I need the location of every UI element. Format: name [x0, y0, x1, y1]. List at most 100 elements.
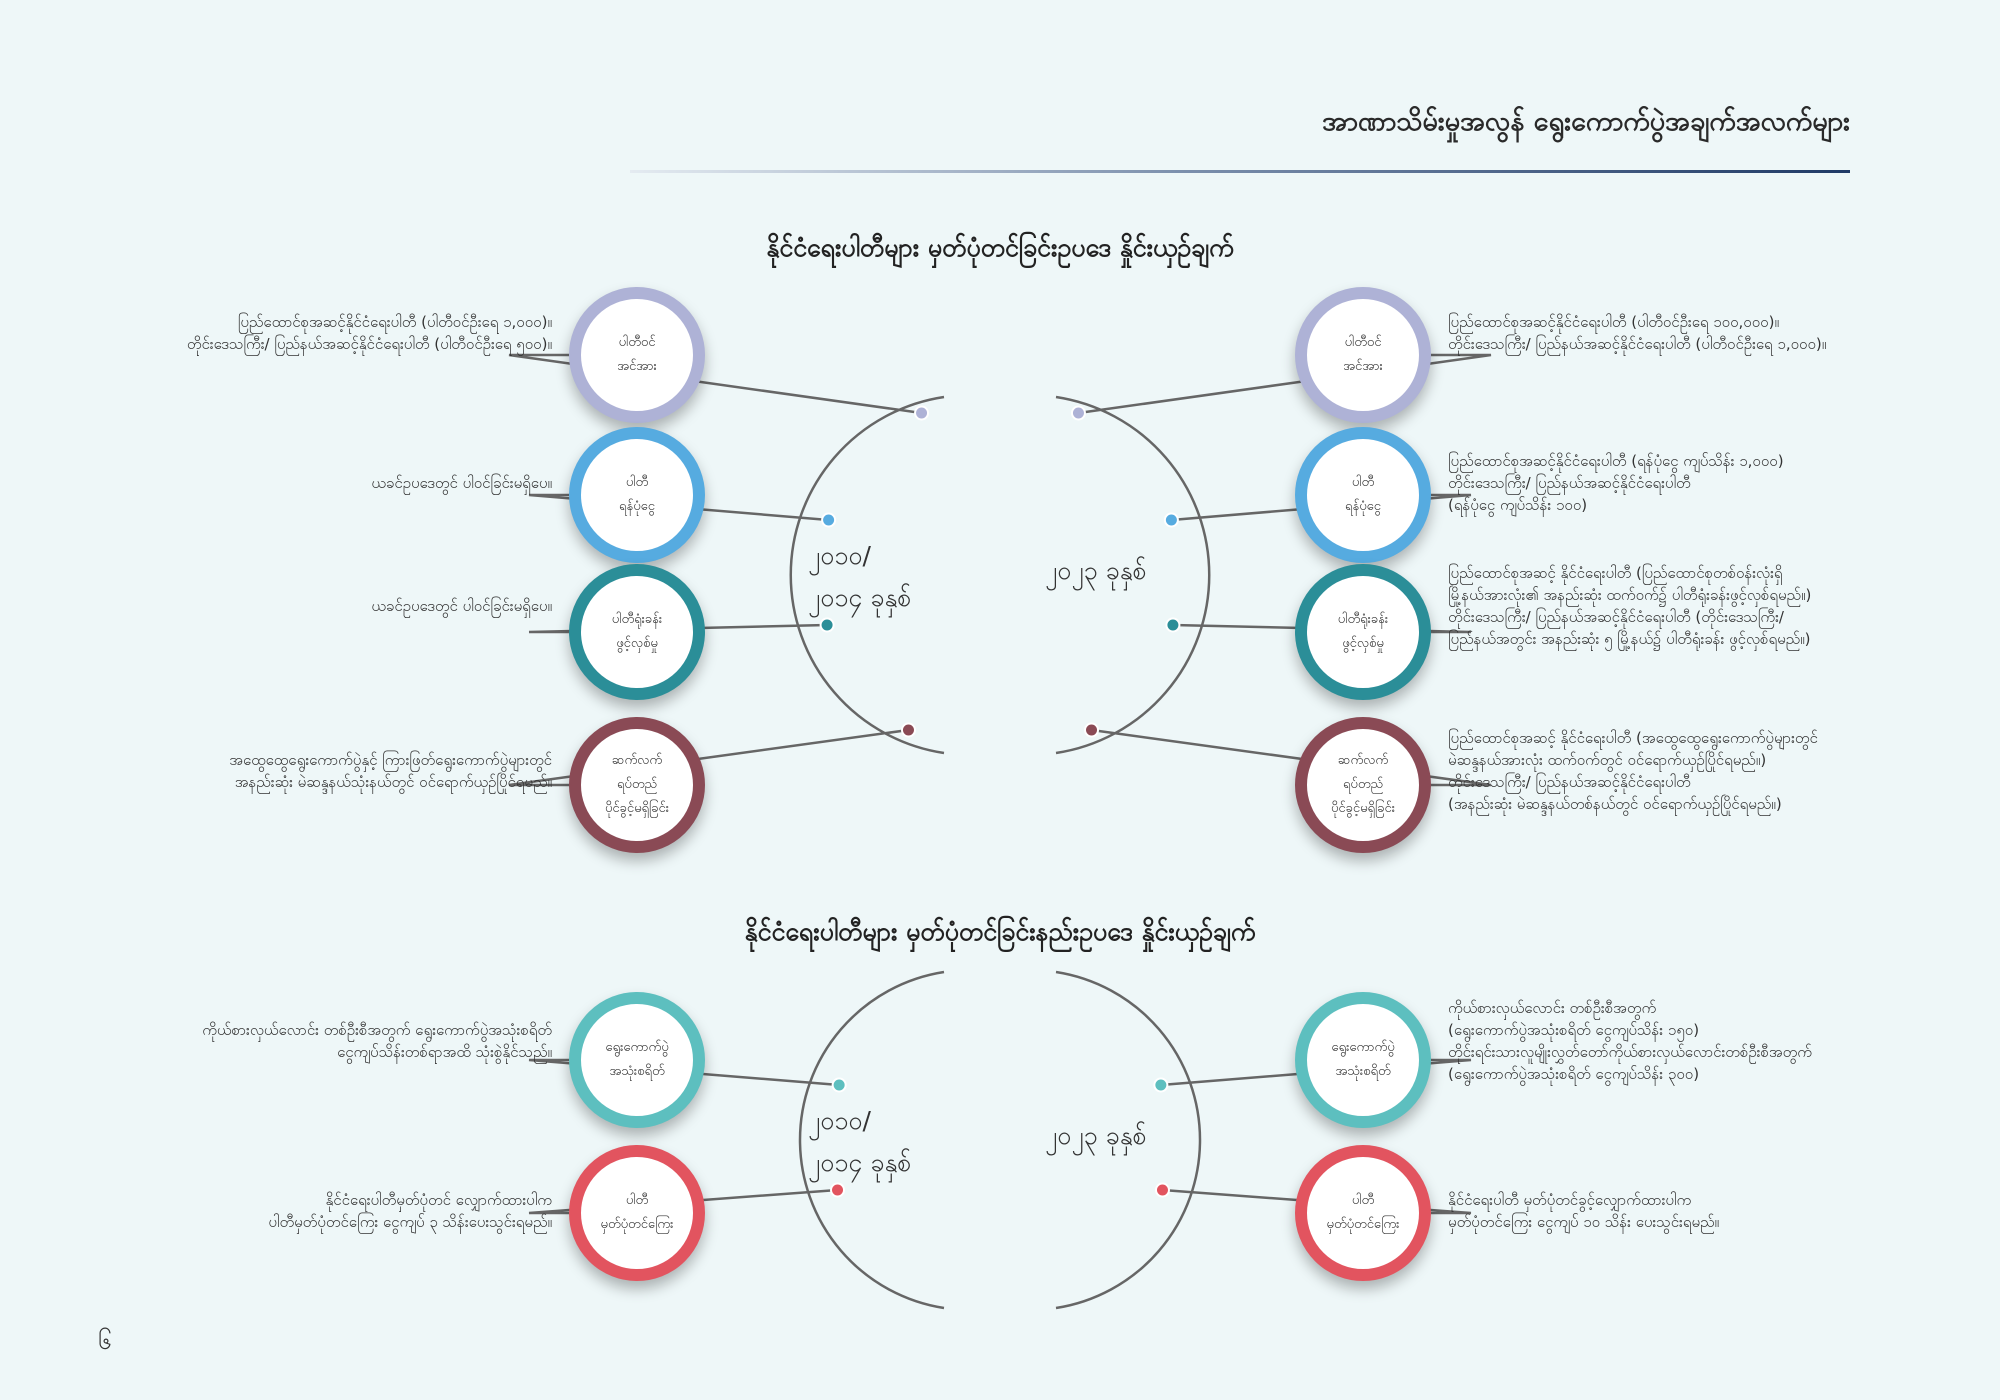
description-line: (ရွေးကောက်ပွဲအသုံးစရိတ် ငွေကျပ်သိန်း ၁၅၀…: [1448, 1021, 1700, 1039]
connector-law-0-right: [1078, 353, 1492, 415]
description-bylaw-0-left: ကိုယ်စားလှယ်လောင်း တစ်ဦးစီအတွက် ရွေးကောက…: [202, 1019, 552, 1063]
page-title: အာဏာသိမ်းမှုအလွန် ရွေးကောက်ပွဲအချက်အလက်မ…: [1322, 106, 1850, 137]
description-line: တိုင်းဒေသကြီး/ ပြည်နယ်အဆင့်နိုင်ငံရေးပါတ…: [1448, 335, 1827, 353]
node-label: အင်အား: [617, 359, 657, 374]
description-law-0-left: ပြည်ထောင်စုအဆင့်နိုင်ငံရေးပါတီ (ပါတီဝင်ဦ…: [187, 311, 552, 355]
connector-dot-law-2-left: [819, 617, 835, 633]
section-title-law: နိုင်ငံရေးပါတီများ မှတ်ပုံတင်ခြင်းဥပဒေ န…: [766, 233, 1234, 262]
node-law-2-left: ပါတီရုံးခန်းဖွင့်လှစ်မှု: [569, 564, 705, 700]
section-title-bylaw: နိုင်ငံရေးပါတီများ မှတ်ပုံတင်ခြင်းနည်းဥပ…: [744, 917, 1256, 946]
node-label: အသုံးစရိတ်: [1335, 1064, 1391, 1079]
description-line: ယခင်ဥပဒေတွင် ပါဝင်ခြင်းမရှိပေ။: [371, 474, 552, 492]
arc-right-bylaw: [1055, 970, 1202, 1310]
description-law-1-left: ယခင်ဥပဒေတွင် ပါဝင်ခြင်းမရှိပေ။: [371, 472, 552, 494]
year-label-line: ၂၀၂၃ ခုနှစ်: [1045, 1121, 1147, 1150]
description-bylaw-1-left: နိုင်ငံရေးပါတီမှတ်ပုံတင် လျှောက်ထားပါကပါ…: [268, 1189, 552, 1233]
connector-dot-law-0-right: [1070, 405, 1086, 421]
node-label: ရန်ပုံငွေ: [1345, 499, 1381, 514]
description-line: ယခင်ဥပဒေတွင် ပါဝင်ခြင်းမရှိပေ။: [371, 597, 552, 615]
year-label-line: ၂၀၁၀/: [808, 541, 871, 570]
node-label: ရွေးကောက်ပွဲ: [605, 1040, 669, 1055]
description-law-3-right: ပြည်ထောင်စုအဆင့် နိုင်ငံရေးပါတီ (အထွေထွေ…: [1448, 727, 1818, 815]
description-line: တိုင်းဒေသကြီး/ ပြည်နယ်အဆင့်နိုင်ငံရေးပါတ…: [1448, 474, 1691, 492]
description-bylaw-0-right: ကိုယ်စားလှယ်လောင်း တစ်ဦးစီအတွက်(ရွေးကောက…: [1448, 997, 1812, 1085]
description-line: တိုင်းဒေသကြီး/ ပြည်နယ်အဆင့်နိုင်ငံရေးပါတ…: [1448, 773, 1691, 791]
description-bylaw-1-right: နိုင်ငံရေးပါတီ မှတ်ပုံတင်ခွင့်လျှောက်ထား…: [1448, 1189, 1719, 1233]
description-line: ပါတီမှတ်ပုံတင်ကြေး ငွေကျပ် ၃ သိန်းပေးသွင…: [268, 1213, 552, 1231]
node-label: ပါတီ: [1351, 1193, 1375, 1208]
year-label-left-law: ၂၀၁၀/၂၀၁၄ ခုနှစ်: [808, 535, 911, 619]
node-label: ရပ်တည်: [616, 777, 658, 792]
description-law-2-right: ပြည်ထောင်စုအဆင့် နိုင်ငံရေးပါတီ (ပြည်ထော…: [1448, 562, 1811, 650]
description-line: မြို့နယ်အားလုံး၏ အနည်းဆုံး ထက်ဝက်၌ ပါတီရ…: [1448, 586, 1812, 604]
year-label-line: ၂၀၁၄ ခုနှစ်: [808, 583, 912, 612]
connector-law-1-right: [1171, 493, 1472, 522]
connector-bylaw-0-left: [528, 1058, 840, 1087]
description-line: ပြည်ထောင်စုအဆင့် နိုင်ငံရေးပါတီ (ပြည်ထော…: [1448, 564, 1783, 582]
connector-dot-bylaw-1-left: [830, 1182, 846, 1198]
node-law-1-left: ပါတီရန်ပုံငွေ: [569, 427, 705, 563]
arc-left-bylaw: [798, 970, 945, 1310]
description-line: ပြည်နယ်အတွင်း အနည်းဆုံး ၅ မြို့နယ်၌ ပါတီ…: [1448, 630, 1811, 648]
node-label: ပါတီဝင်: [618, 335, 656, 350]
connector-bylaw-0-right: [1160, 1058, 1472, 1087]
description-law-2-left: ယခင်ဥပဒေတွင် ပါဝင်ခြင်းမရှိပေ။: [371, 595, 552, 617]
connector-dot-law-2-right: [1165, 617, 1181, 633]
node-label: မှတ်ပုံတင်ကြေး: [600, 1217, 674, 1232]
description-law-0-right: ပြည်ထောင်စုအဆင့်နိုင်ငံရေးပါတီ (ပါတီဝင်ဦ…: [1448, 311, 1826, 355]
node-label: ဆက်လက်: [611, 753, 663, 768]
connector-law-1-left: [528, 493, 829, 522]
node-label: ပါတီရုံးခန်း: [611, 612, 663, 627]
connector-dot-law-1-left: [821, 512, 837, 528]
node-law-3-left: ဆက်လက်ရပ်တည်ပိုင်ခွင့်မရှိခြင်း: [569, 717, 705, 853]
connector-law-3-left: [508, 728, 909, 787]
connector-dot-law-3-left: [900, 722, 916, 738]
connector-law-2-right: [1172, 623, 1472, 634]
node-law-0-left: ပါတီဝင်အင်အား: [569, 287, 705, 423]
node-label: အသုံးစရိတ်: [609, 1064, 665, 1079]
description-line: အနည်းဆုံး မဲဆန္ဒနယ်သုံးနယ်တွင် ဝင်ရောက်ယ…: [234, 773, 552, 791]
description-law-3-left: အထွေထွေရွေးကောက်ပွဲနှင့် ကြားဖြတ်ရွေးကော…: [229, 749, 552, 793]
connector-dot-law-1-right: [1163, 512, 1179, 528]
node-label: ဆက်လက်: [1337, 753, 1389, 768]
node-label: ရွေးကောက်ပွဲ: [1331, 1040, 1395, 1055]
connector-law-0-left: [508, 353, 922, 415]
node-label: ပါတီရုံးခန်း: [1337, 612, 1389, 627]
connector-bylaw-1-left: [528, 1188, 838, 1215]
node-bylaw-1-left: ပါတီမှတ်ပုံတင်ကြေး: [569, 1145, 705, 1281]
description-line: ပြည်ထောင်စုအဆင့်နိုင်ငံရေးပါတီ (ရန်ပုံငွ…: [1448, 452, 1784, 470]
year-label-right-law: ၂၀၂၃ ခုနှစ်: [1045, 550, 1147, 592]
connector-law-3-right: [1091, 728, 1492, 787]
description-line: ပြည်ထောင်စုအဆင့်နိုင်ငံရေးပါတီ (ပါတီဝင်ဦ…: [237, 313, 552, 331]
node-bylaw-0-right: ရွေးကောက်ပွဲအသုံးစရိတ်: [1295, 992, 1431, 1128]
year-label-line: ၂၀၁၀/: [808, 1106, 871, 1135]
node-law-3-right: ဆက်လက်ရပ်တည်ပိုင်ခွင့်မရှိခြင်း: [1295, 717, 1431, 853]
connector-dot-bylaw-0-left: [831, 1077, 847, 1093]
node-label: ဖွင့်လှစ်မှု: [616, 636, 658, 651]
connector-law-2-left: [528, 623, 828, 634]
description-line: နိုင်ငံရေးပါတီမှတ်ပုံတင် လျှောက်ထားပါက: [325, 1191, 552, 1209]
year-label-line: ၂၀၁၄ ခုနှစ်: [808, 1148, 912, 1177]
connector-dot-law-0-left: [914, 405, 930, 421]
node-law-2-right: ပါတီရုံးခန်းဖွင့်လှစ်မှု: [1295, 564, 1431, 700]
node-law-1-right: ပါတီရန်ပုံငွေ: [1295, 427, 1431, 563]
description-line: မဲဆန္ဒနယ်အားလုံး ထက်ဝက်တွင် ဝင်ရောက်ယှဉ်…: [1448, 751, 1767, 769]
connector-dot-bylaw-0-right: [1153, 1077, 1169, 1093]
description-line: တိုင်းရင်းသားလူမျိုးလွှတ်တော်ကိုယ်စားလှယ…: [1448, 1043, 1812, 1061]
node-label: ပါတီ: [1351, 475, 1375, 490]
page-number: ၆: [98, 1327, 112, 1355]
description-line: တိုင်းဒေသကြီး/ ပြည်နယ်အဆင့်နိုင်ငံရေးပါတ…: [186, 335, 552, 353]
description-line: တိုင်းဒေသကြီး/ ပြည်နယ်အဆင့်နိုင်ငံရေးပါတ…: [1448, 608, 1784, 626]
description-line: (ရန်ပုံငွေ ကျပ်သိန်း ၁၀၀): [1448, 496, 1588, 514]
description-line: ငွေကျပ်သိန်းတစ်ရာအထိ သုံးစွဲနိုင်သည်။: [337, 1043, 552, 1061]
description-line: မှတ်ပုံတင်ကြေး ငွေကျပ် ၁၀ သိန်း ပေးသွင်း…: [1448, 1213, 1720, 1231]
arc-left-law: [789, 395, 945, 755]
node-label: ပါတီ: [625, 475, 649, 490]
description-line: နိုင်ငံရေးပါတီ မှတ်ပုံတင်ခွင့်လျှောက်ထား…: [1448, 1191, 1692, 1209]
year-label-right-bylaw: ၂၀၂၃ ခုနှစ်: [1045, 1115, 1147, 1157]
description-line: (အနည်းဆုံး မဲဆန္ဒနယ်တစ်နယ်တွင် ဝင်ရောက်ယ…: [1448, 795, 1782, 813]
year-label-left-bylaw: ၂၀၁၀/၂၀၁၄ ခုနှစ်: [808, 1100, 911, 1184]
node-label: ရပ်တည်: [1342, 777, 1384, 792]
title-rule: [630, 170, 1850, 173]
